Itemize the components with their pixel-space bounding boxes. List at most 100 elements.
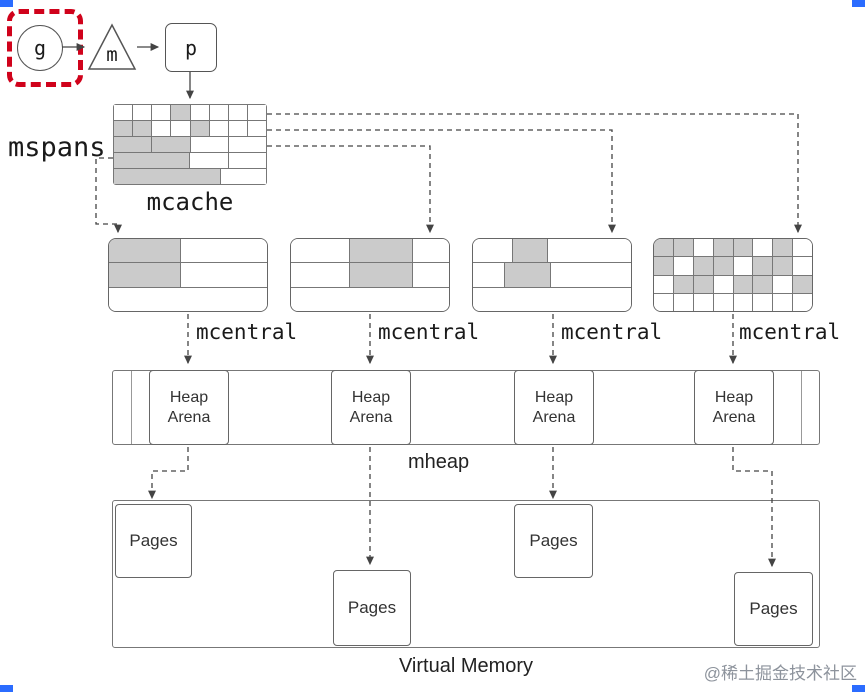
span-cell-free — [672, 257, 693, 275]
corner-accent-bottom-right — [852, 685, 865, 692]
mcentral-block-0 — [108, 238, 268, 312]
span-row — [291, 262, 449, 287]
span-cell-free — [692, 293, 713, 311]
span-row — [109, 262, 267, 287]
span-cell-allocated — [772, 257, 793, 275]
span-cell-free — [792, 293, 812, 311]
span-row — [473, 239, 631, 263]
span-row — [114, 105, 266, 120]
heap-arena-label: Heap Arena — [349, 388, 393, 426]
span-cell-allocated — [504, 263, 551, 287]
span-cell-allocated — [712, 239, 733, 257]
span-cell-allocated — [792, 275, 812, 293]
mcentral-label-3: mcentral — [739, 320, 841, 344]
span-cell-allocated — [114, 137, 152, 152]
mcentral-block-3 — [653, 238, 813, 312]
span-cell-free — [189, 137, 228, 152]
mheap-divider-left — [131, 371, 132, 444]
span-cell-free — [291, 287, 449, 311]
span-cell-free — [412, 263, 449, 287]
g-node: g — [17, 25, 63, 71]
span-row — [109, 239, 267, 263]
pages-box-0: Pages — [115, 504, 192, 578]
heap-arena-0: Heap Arena — [149, 370, 229, 445]
span-row — [114, 120, 266, 136]
span-cell-allocated — [348, 239, 413, 263]
watermark: @稀土掘金技术社区 — [703, 664, 857, 683]
span-cell-free — [712, 293, 733, 311]
connector-arena0-to-pages0 — [148, 447, 189, 500]
span-cell-allocated — [114, 153, 189, 168]
p-node: p — [165, 23, 217, 72]
span-cell-allocated — [654, 257, 673, 275]
m-node-label: m — [106, 44, 118, 66]
span-cell-free — [246, 105, 266, 120]
span-cell-free — [712, 275, 733, 293]
pages-box-3: Pages — [734, 572, 813, 646]
heap-arena-label: Heap Arena — [712, 388, 756, 426]
span-cell-allocated — [672, 275, 693, 293]
span-row — [291, 286, 449, 311]
connector-mcache-to-mcentral-2 — [267, 129, 616, 234]
mcache-label: mcache — [146, 188, 234, 216]
span-cell-allocated — [132, 121, 152, 136]
mcentral-label-0: mcentral — [196, 320, 298, 344]
mheap-divider-right — [801, 371, 802, 444]
span-cell-free — [227, 105, 247, 120]
span-cell-free — [109, 287, 267, 311]
span-row — [473, 286, 631, 311]
span-cell-allocated — [348, 263, 413, 287]
span-cell-allocated — [732, 275, 753, 293]
span-cell-allocated — [114, 121, 133, 136]
mspans-label: mspans — [8, 132, 106, 163]
span-cell-free — [792, 257, 812, 275]
span-cell-allocated — [772, 239, 793, 257]
mcentral-block-1 — [290, 238, 450, 312]
span-cell-free — [473, 263, 505, 287]
span-row — [654, 256, 812, 275]
mcentral-label-2: mcentral — [561, 320, 663, 344]
span-cell-free — [114, 105, 133, 120]
virtual-memory-band — [112, 500, 820, 648]
span-cell-free — [151, 121, 171, 136]
span-cell-allocated — [151, 137, 190, 152]
span-row — [654, 239, 812, 257]
span-cell-free — [792, 239, 812, 257]
span-cell-free — [179, 239, 267, 263]
pages-box-2: Pages — [514, 504, 593, 578]
mcentral-label-1: mcentral — [378, 320, 480, 344]
span-cell-free — [246, 121, 266, 136]
span-cell-allocated — [712, 257, 733, 275]
corner-accent-top-left — [0, 0, 13, 7]
span-cell-free — [227, 121, 247, 136]
span-cell-free — [473, 239, 512, 263]
span-cell-free — [208, 121, 228, 136]
span-row — [654, 274, 812, 293]
span-cell-free — [473, 287, 631, 311]
span-cell-allocated — [170, 105, 190, 120]
span-cell-allocated — [114, 169, 220, 184]
span-cell-free — [227, 137, 266, 152]
span-cell-free — [227, 153, 266, 168]
connector-mcache-to-mcentral-1 — [267, 145, 434, 234]
span-cell-free — [291, 239, 349, 263]
span-cell-allocated — [692, 275, 713, 293]
span-cell-allocated — [692, 257, 713, 275]
pages-box-1: Pages — [333, 570, 411, 646]
span-cell-free — [752, 239, 773, 257]
span-row — [473, 262, 631, 287]
span-cell-free — [550, 263, 631, 287]
span-cell-free — [179, 263, 267, 287]
span-cell-free — [151, 105, 171, 120]
heap-arena-1: Heap Arena — [331, 370, 411, 445]
span-cell-allocated — [512, 239, 548, 263]
span-cell-free — [170, 121, 190, 136]
heap-arena-label: Heap Arena — [167, 388, 211, 426]
span-cell-allocated — [752, 275, 773, 293]
span-row — [109, 286, 267, 311]
span-row — [114, 168, 266, 184]
mheap-label: mheap — [408, 451, 470, 473]
span-cell-free — [732, 257, 753, 275]
span-row — [114, 152, 266, 168]
